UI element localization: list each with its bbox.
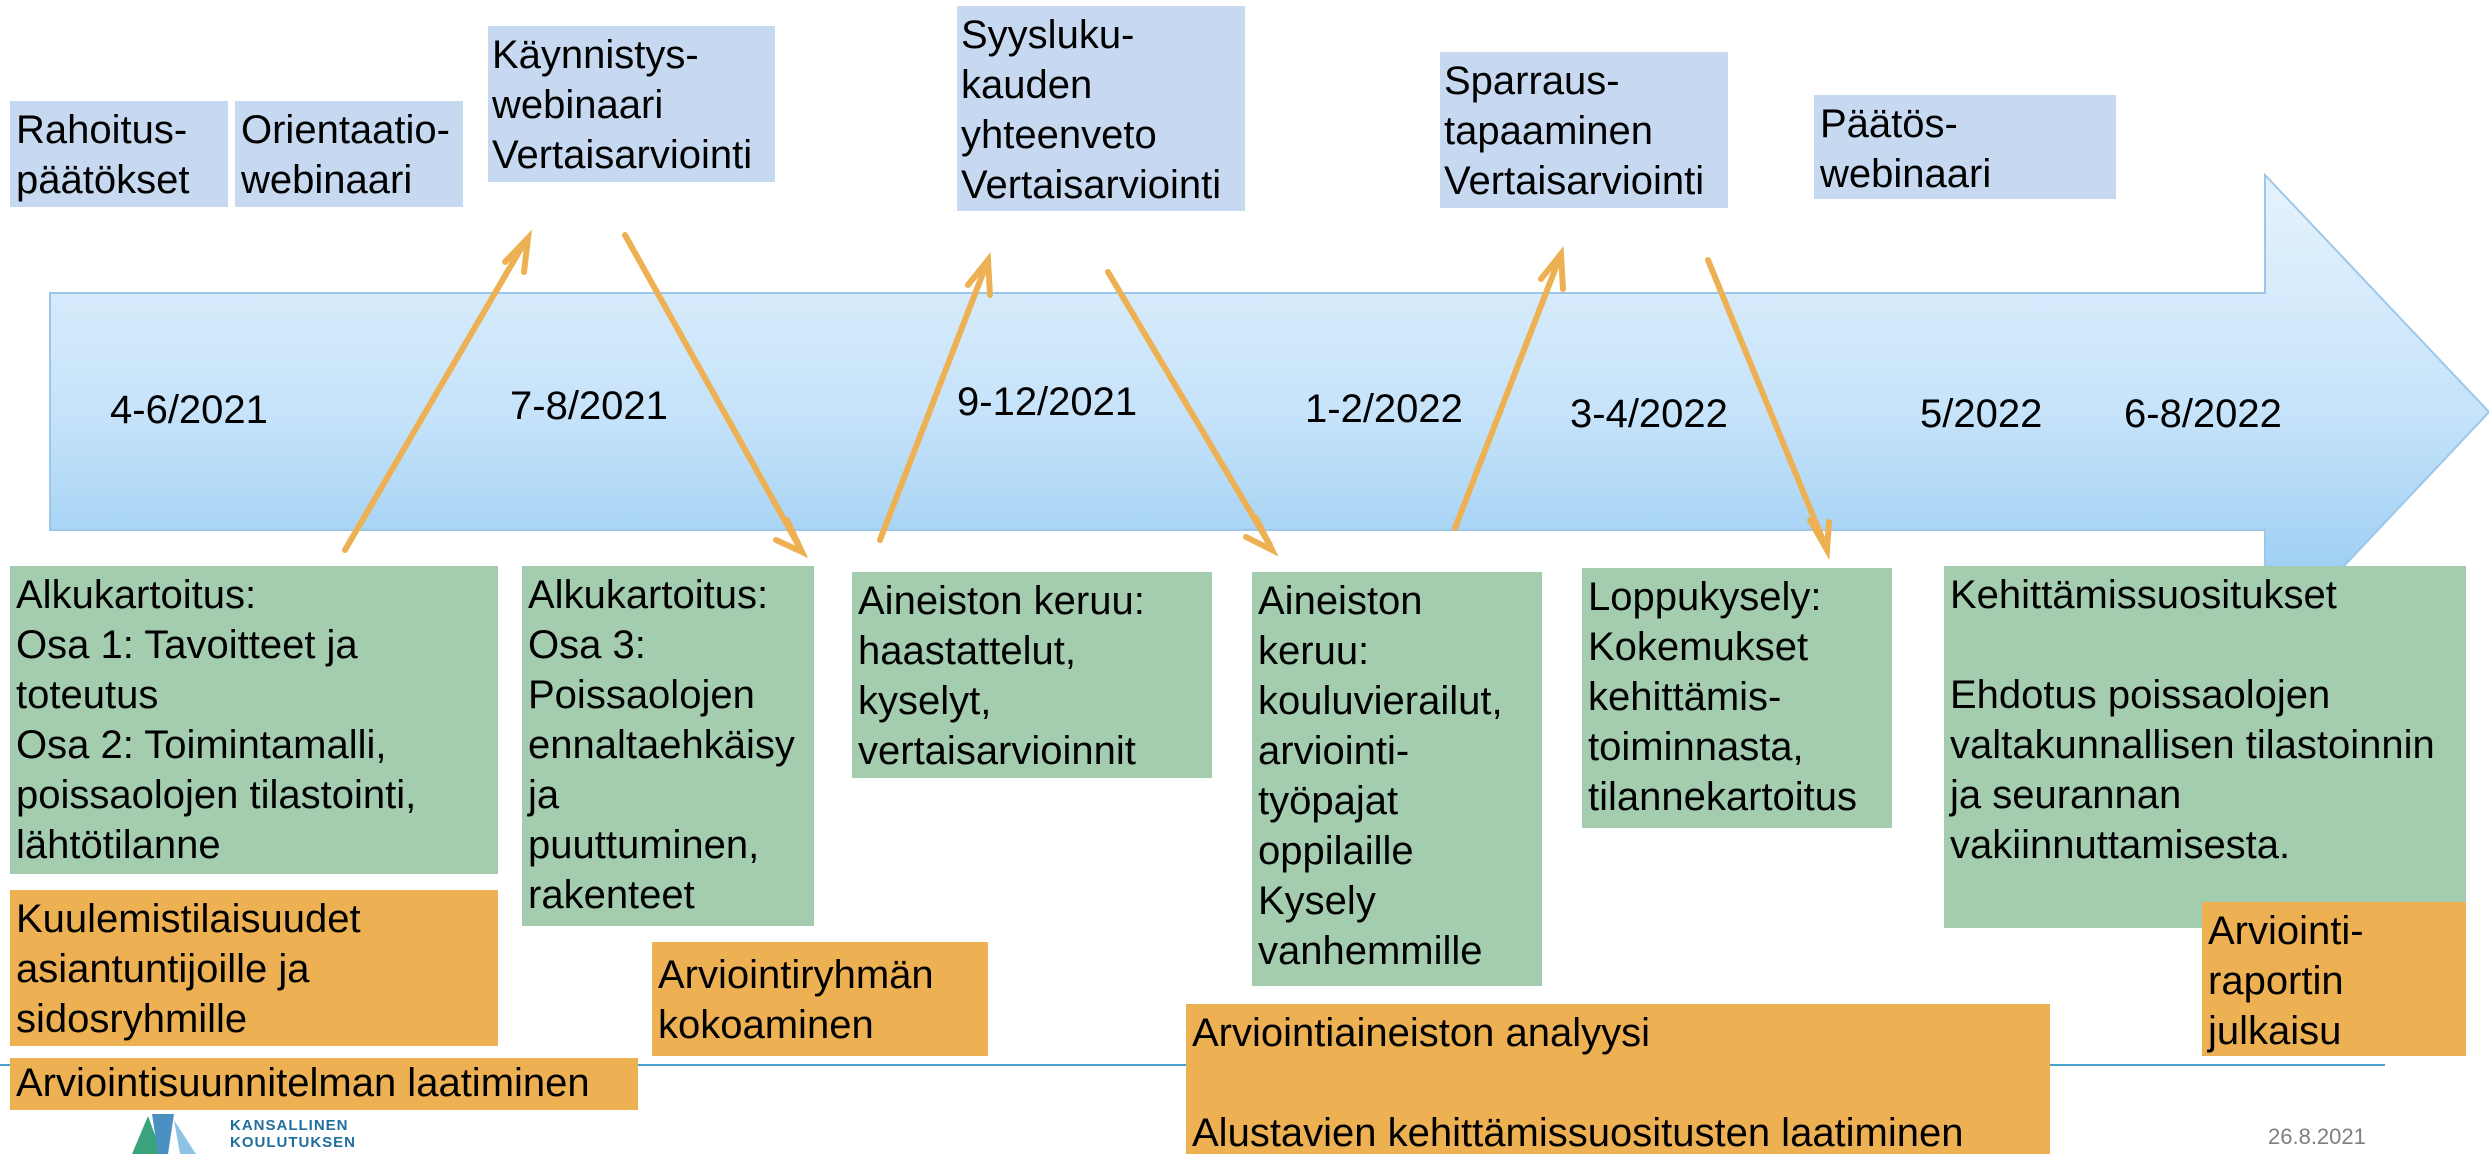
process-box: Arviointisuunnitelman laatiminen [10,1058,638,1110]
activity-box: Alkukartoitus: Osa 1: Tavoitteet ja tote… [10,566,498,874]
connector-arrow-6 [1705,257,1828,548]
process-box: Kuulemistilaisuudet asiantuntijoille ja … [10,890,498,1046]
period-label: 3-4/2022 [1570,392,1728,436]
logo-text: KANSALLINEN KOULUTUKSEN [230,1117,356,1151]
connector-arrow-6-head [1807,517,1832,561]
activity-box: Alkukartoitus: Osa 3: Poissaolojen ennal… [522,566,814,926]
event-box: Päätös- webinaari [1814,95,2116,199]
activity-box: Aineiston keruu: kouluvierailut, arvioin… [1252,572,1542,986]
period-label: 1-2/2022 [1305,387,1463,431]
connector-arrow-3-head [965,252,993,298]
period-label: 6-8/2022 [2124,392,2282,436]
process-box: Arviointi- raportin julkaisu [2202,902,2466,1056]
connector-arrow-1 [342,242,526,553]
logo-icon [132,1114,196,1154]
process-box: Arviointiryhmän kokoaminen [652,942,988,1056]
activity-box: Loppukysely: Kokemukset kehittämis- toim… [1582,568,1892,828]
event-box: Rahoitus- päätökset [10,101,228,207]
process-box: Arviointiaineiston analyysi Alustavien k… [1186,1004,2050,1155]
connector-arrow-4-head [1243,515,1279,557]
event-box: Orientaatio- webinaari [235,101,463,207]
activity-box: Kehittämissuositukset Ehdotus poissaoloj… [1944,566,2466,928]
connector-arrow-5-head [1538,246,1566,292]
connector-arrow-3 [877,265,988,543]
period-label: 4-6/2021 [110,388,268,432]
activity-box: Aineiston keruu: haastattelut, kyselyt, … [852,572,1212,778]
connector-arrow-2-head [773,517,809,559]
connector-arrow-1-head [502,229,533,275]
event-box: Käynnistys- webinaari Vertaisarviointi [488,26,775,182]
connector-arrow-2 [622,232,803,551]
connector-arrow-4 [1105,269,1273,548]
period-label: 7-8/2021 [510,384,668,428]
event-box: Syysluku- kauden yhteenveto Vertaisarvio… [957,6,1245,211]
connector-arrow-5 [1452,259,1561,531]
period-label: 5/2022 [1920,392,2043,436]
period-label: 9-12/2021 [957,380,1138,424]
footer-date: 26.8.2021 [2268,1124,2366,1149]
event-box: Sparraus- tapaaminen Vertaisarviointi [1440,52,1728,208]
